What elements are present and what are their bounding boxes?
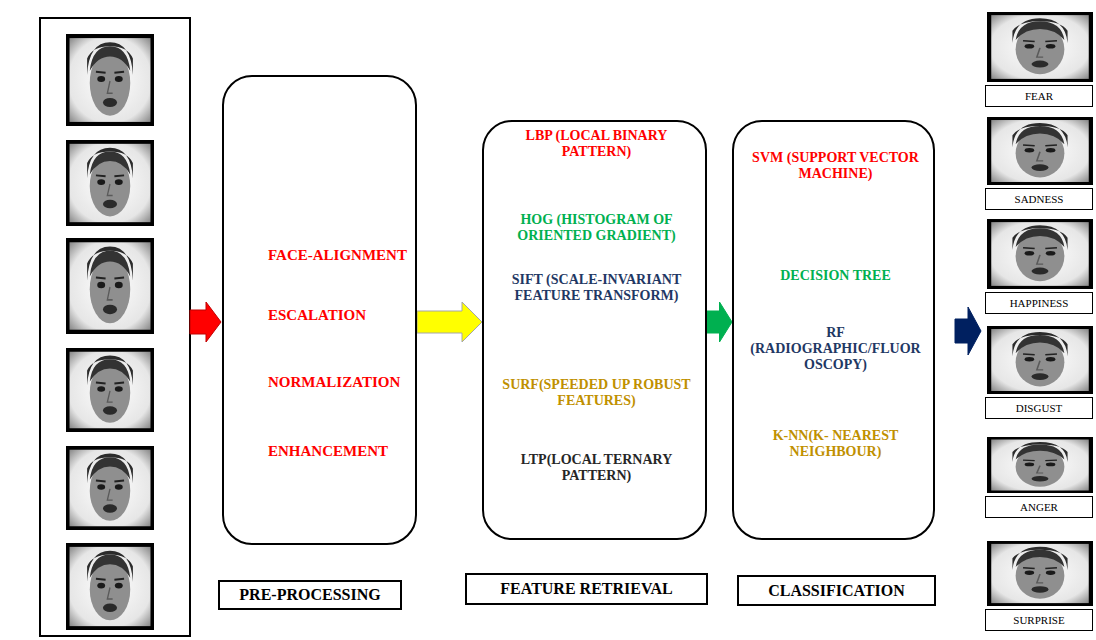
label-box: SADNESS [985, 188, 1093, 210]
flow-arrow [707, 302, 732, 342]
stage-box: LBP (LOCAL BINARY PATTERN) HOG (HISTOGRAM… [482, 120, 707, 540]
stage-label: FEAR [1025, 90, 1053, 102]
method-text: NORMALIZATION [268, 374, 416, 391]
face-photo [68, 240, 152, 332]
label-box: DISGUST [985, 397, 1093, 419]
face-photo [68, 545, 152, 628]
method-text: DECISION TREE [748, 268, 923, 284]
stage-box: SVM (SUPPORT VECTOR MACHINE) DECISION TRE… [732, 120, 935, 540]
stage-box: FACE-ALIGNMENT ESCALATION NORMALIZATION ENH… [222, 75, 417, 545]
method-text: LBP (LOCAL BINARY PATTERN) [499, 128, 694, 160]
stage-label: HAPPINESS [1010, 297, 1069, 309]
method-text: RF (RADIOGRAPHIC/FLUOROSCOPY) [748, 325, 923, 373]
method-text: SVM (SUPPORT VECTOR MACHINE) [748, 150, 923, 182]
face-photo [68, 448, 152, 528]
flow-arrow [417, 302, 482, 342]
method-text: SURF(SPEEDED UP ROBUST FEATURES) [499, 377, 694, 409]
face-photo [989, 119, 1091, 184]
label-box: ANGER [985, 496, 1093, 518]
stage-label: ANGER [1020, 501, 1058, 513]
label-box: HAPPINESS [985, 292, 1093, 314]
input-frame [40, 18, 190, 636]
stage-label: DISGUST [1016, 402, 1062, 414]
face-photo [68, 36, 152, 124]
face-photo [989, 542, 1091, 604]
label-box: FEAR [985, 85, 1093, 107]
label-box: PRE-PROCESSING [218, 580, 402, 610]
method-text: K-NN(K- NEAREST NEIGHBOUR) [748, 428, 923, 460]
method-text: HOG (HISTOGRAM OF ORIENTED GRADIENT) [499, 212, 694, 244]
method-text: FACE-ALIGNMENT [268, 247, 416, 264]
label-box: SURPRISE [985, 609, 1093, 631]
face-photo [68, 350, 152, 430]
stage-label: SURPRISE [1013, 614, 1064, 626]
face-photo [989, 221, 1091, 288]
stage-label: CLASSIFICATION [768, 582, 905, 600]
stage-label: SADNESS [1015, 193, 1064, 205]
face-photo [68, 142, 152, 224]
label-box: FEATURE RETRIEVAL [465, 573, 708, 605]
method-text: LTP(LOCAL TERNARY PATTERN) [499, 452, 694, 484]
face-photo [989, 438, 1091, 492]
method-text: ENHANCEMENT [268, 443, 416, 460]
label-box: CLASSIFICATION [737, 575, 936, 606]
method-text: ESCALATION [268, 307, 416, 324]
stage-label: FEATURE RETRIEVAL [500, 580, 672, 598]
method-text: SIFT (SCALE-INVARIANT FEATURE TRANSFORM) [499, 272, 694, 304]
face-photo [989, 14, 1091, 81]
face-photo [989, 328, 1091, 393]
input-arrow [190, 302, 221, 342]
output-arrow [955, 307, 981, 355]
stage-label: PRE-PROCESSING [239, 586, 380, 604]
